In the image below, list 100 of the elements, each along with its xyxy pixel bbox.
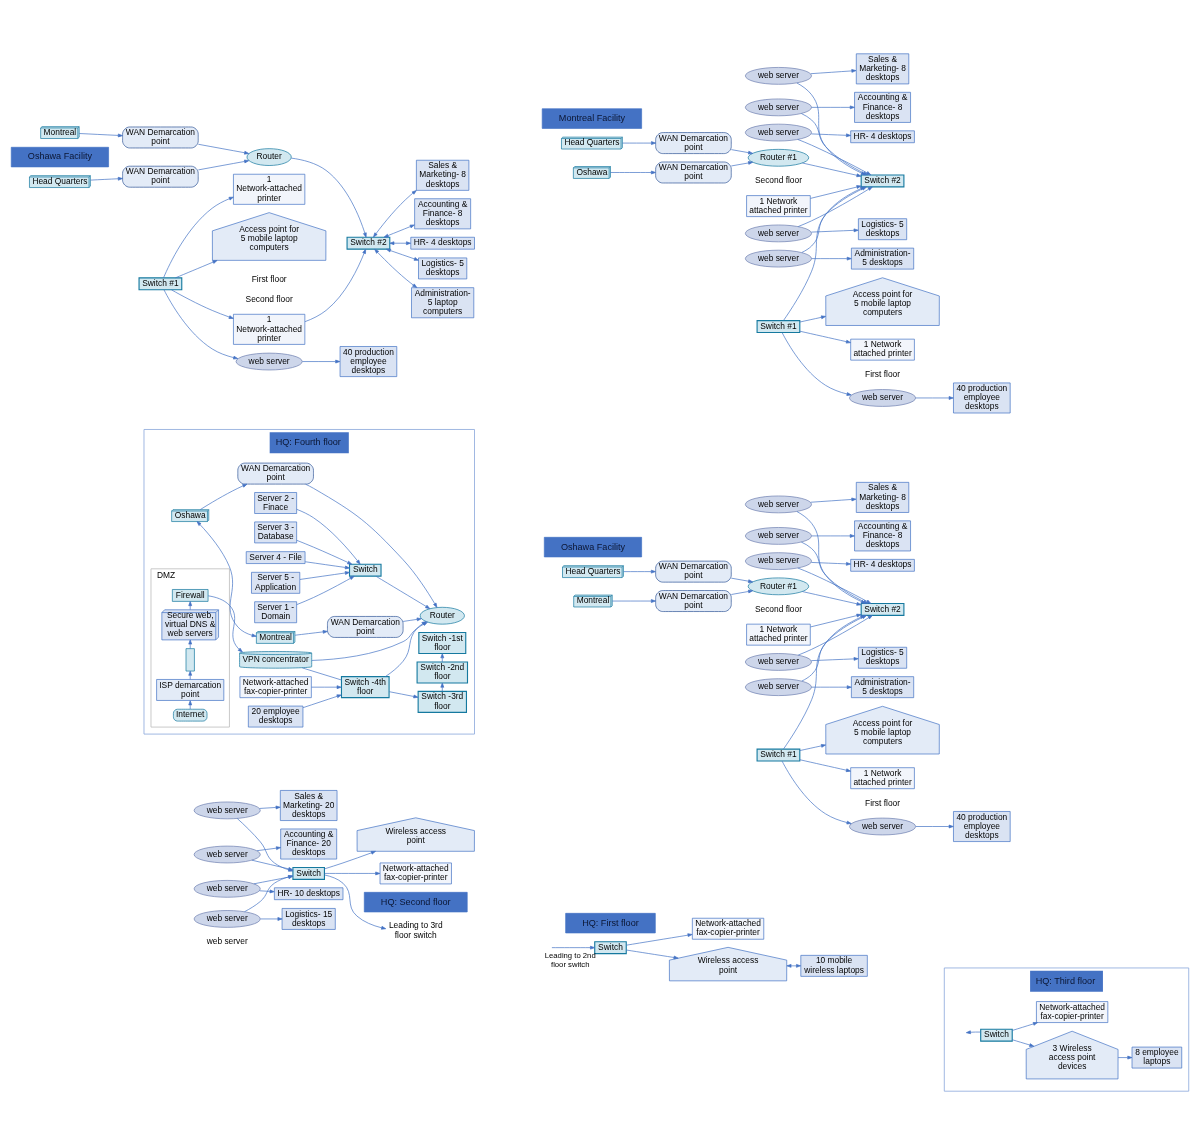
arrow — [1012, 1021, 1038, 1031]
node-box: Administration- 5 desktops — [851, 247, 915, 269]
label: First floor — [865, 368, 901, 379]
node-box: Switch #1 — [756, 748, 801, 762]
node-box: Logistics- 5 desktops — [418, 257, 468, 279]
arrow — [389, 240, 411, 245]
arrow — [915, 824, 954, 828]
node-box: Switch — [594, 940, 627, 954]
node-ellipse: web server — [745, 123, 812, 141]
node-box: ISP demarcation point — [156, 678, 225, 701]
arrow — [730, 577, 754, 583]
arrow — [259, 889, 275, 893]
node-ellipse: web server — [745, 495, 812, 513]
arrow — [373, 189, 417, 237]
arrow — [799, 758, 851, 772]
arrow — [797, 186, 873, 227]
arrow — [811, 561, 851, 566]
arrow — [730, 589, 754, 595]
arrow — [1012, 1038, 1035, 1047]
arrow — [207, 595, 243, 652]
node-box: Sales & Marketing- 8 desktops — [855, 481, 910, 513]
arrow — [324, 874, 387, 930]
arrow — [811, 256, 852, 260]
node-box: Accounting & Finance- 8 desktops — [854, 520, 911, 551]
node-box: WAN Demarcation point — [655, 131, 732, 154]
node-ellipse: web server — [193, 801, 261, 819]
node-ellipse: web server — [745, 526, 812, 545]
node-box: WAN Demarcation point — [122, 126, 199, 148]
node-box: Logistics- 15 desktops — [281, 907, 336, 930]
arrow — [915, 395, 954, 400]
node-ellipse: web server — [745, 249, 812, 267]
node-ellipse: web server — [849, 817, 916, 835]
label: Second floor — [245, 293, 293, 304]
arrow — [610, 170, 656, 174]
arrow — [786, 963, 801, 968]
arrow — [811, 656, 859, 661]
node-box: Switch — [292, 866, 325, 880]
node-box: 10 mobile wireless laptops — [800, 954, 868, 977]
arrow — [799, 743, 826, 751]
node-box: Switch — [980, 1028, 1013, 1042]
arrow — [626, 932, 693, 946]
node-box: Switch -4th floor — [340, 675, 390, 698]
node-box: Switch #2 — [860, 602, 905, 616]
arrow — [260, 916, 283, 921]
node-ellipse: web server — [745, 677, 812, 696]
node-box: 1 Network-attached printer — [233, 173, 306, 205]
node-box: Switch #1 — [756, 319, 801, 333]
node-box: Network-attached fax-copier-printer — [379, 862, 452, 884]
node-box: Switch -2nd floor — [416, 660, 469, 683]
node-box: WAN Demarcation point — [327, 615, 404, 638]
node-box: HQ: Second floor — [363, 891, 468, 912]
node-box: 1 Network-attached printer — [233, 313, 306, 345]
node-box: WAN Demarcation point — [237, 462, 314, 484]
arrow — [259, 805, 281, 809]
node-box: Accounting & Finance- 8 desktops — [854, 91, 911, 123]
arrow — [188, 670, 193, 680]
node-box: Switch -1st floor — [418, 631, 467, 654]
node-ellipse: web server — [745, 652, 812, 671]
arrow — [386, 248, 419, 261]
node-box: 40 production employee desktops — [953, 382, 1011, 413]
node-box: WAN Demarcation point — [655, 589, 732, 612]
node-ellipse: web server — [745, 224, 812, 242]
node-box: Sales & Marketing- 8 desktops — [416, 159, 470, 191]
arrow — [799, 315, 826, 322]
arrow — [296, 575, 355, 605]
node-box: 40 production employee desktops — [953, 810, 1011, 842]
node-box: Accounting & Finance- 20 desktops — [280, 828, 338, 859]
arrow — [811, 533, 855, 538]
node-box: Logistics- 5 desktops — [858, 646, 908, 669]
arrow — [783, 186, 866, 321]
node-box: 8 employee laptops — [1131, 1046, 1183, 1068]
arrow — [781, 331, 852, 396]
node-box: Sales & Marketing- 8 desktops — [855, 52, 910, 84]
arrow — [623, 569, 656, 573]
arrow — [256, 845, 281, 851]
node-box: 20 employee desktops — [248, 705, 304, 727]
arrow — [811, 228, 859, 232]
node-box: Logistics- 5 desktops — [858, 217, 908, 240]
edge-label: Leading to 2nd floor switch — [544, 950, 596, 969]
arrow — [811, 133, 851, 137]
node-box: HR- 4 desktops — [410, 236, 475, 249]
node-label: web server — [206, 935, 248, 946]
node-box: WAN Demarcation point — [122, 165, 199, 188]
node-text: Leading to 3rd floor switch — [388, 919, 443, 940]
arrow — [402, 617, 422, 622]
arrow — [294, 629, 328, 636]
arrow — [551, 945, 595, 949]
node-ellipse: web server — [745, 98, 812, 116]
arrow — [296, 539, 353, 565]
node-box: Oshawa Facility — [543, 536, 642, 557]
arrow — [799, 330, 851, 343]
node-ellipse: web server — [193, 879, 261, 898]
arrow — [810, 497, 857, 503]
arrow — [304, 560, 350, 569]
arrow — [802, 162, 862, 177]
node-box: Server 1 - Domain — [254, 600, 297, 623]
node-ellipse: web server — [193, 845, 261, 863]
node-box: Sales & Marketing- 20 desktops — [279, 789, 338, 821]
arrow — [440, 652, 445, 662]
node-box: Server 4 - File — [245, 550, 306, 564]
